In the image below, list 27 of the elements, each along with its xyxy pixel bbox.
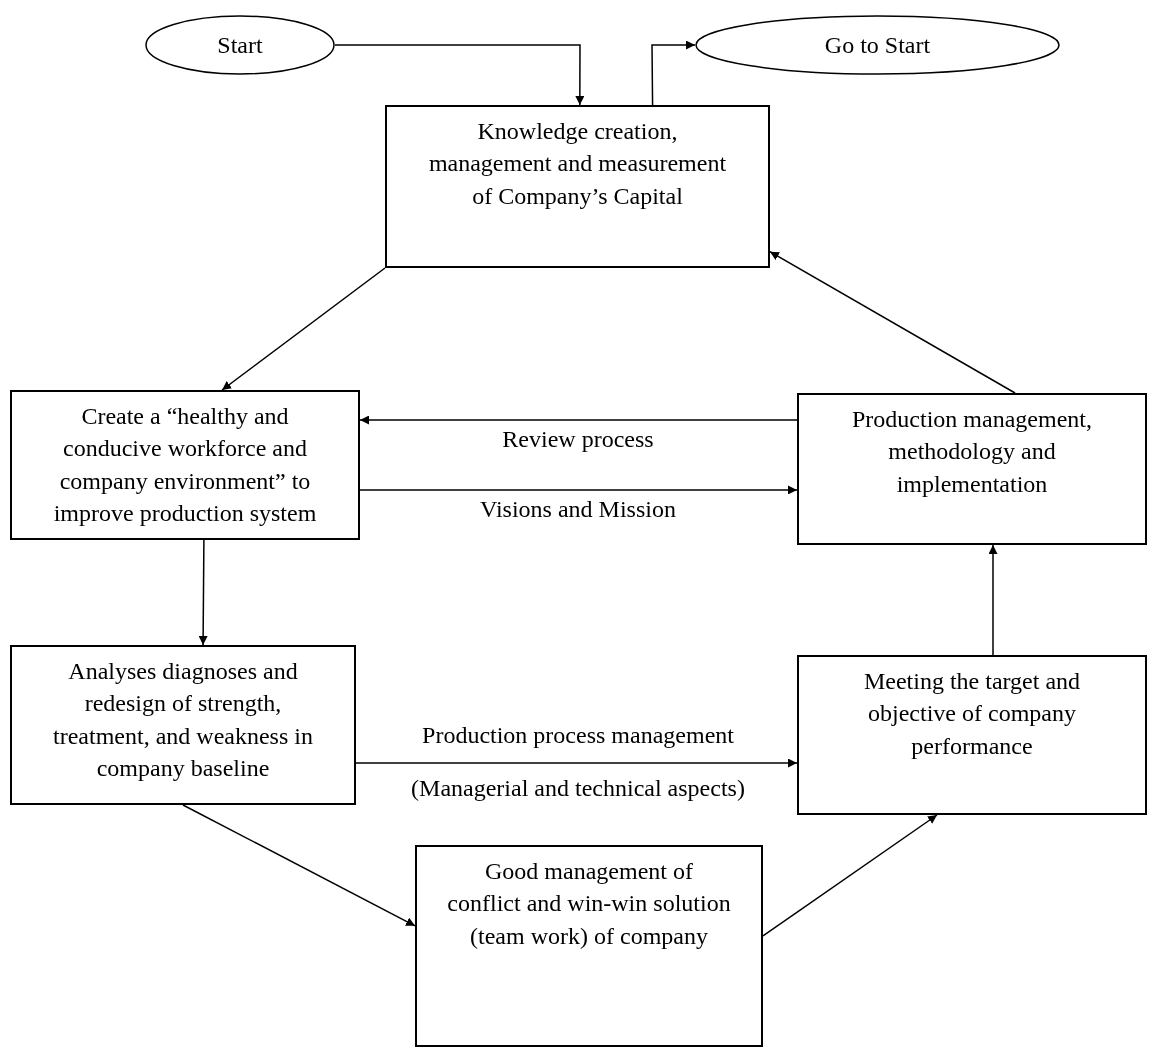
arrow bbox=[334, 44, 585, 106]
arrow bbox=[988, 544, 998, 656]
arrow bbox=[221, 267, 386, 391]
arrow bbox=[769, 250, 1016, 394]
arrow bbox=[182, 804, 416, 927]
arrow bbox=[355, 758, 798, 768]
node-text: Knowledge creation, management and measurement of Company’s Capital bbox=[427, 117, 728, 211]
node-text: Analyses diagnoses and redesign of strength, treatment, and weakness in company baseline bbox=[52, 657, 314, 784]
arrow bbox=[651, 40, 696, 106]
node-text: Create a “healthy and conducive workforce and company environment” to improve production system bbox=[52, 402, 318, 529]
node-text: Meeting the target and objective of company performance bbox=[862, 667, 1082, 761]
process-box bbox=[797, 655, 1147, 815]
oval-terminal bbox=[145, 15, 335, 75]
arrow bbox=[359, 415, 798, 425]
arrow bbox=[359, 485, 798, 495]
node-text: Start bbox=[217, 30, 263, 60]
node-text: Good management of conflict and win-win solution (team work) of company bbox=[447, 857, 731, 951]
process-box bbox=[797, 393, 1147, 545]
process-box bbox=[10, 390, 360, 540]
process-box bbox=[10, 645, 356, 805]
node-text: Production management, methodology and implementation bbox=[851, 405, 1093, 499]
process-box bbox=[385, 105, 770, 268]
process-box bbox=[415, 845, 763, 1047]
arrow bbox=[762, 814, 938, 937]
node-text: Go to Start bbox=[824, 30, 931, 60]
arrow bbox=[198, 539, 208, 646]
oval-terminal bbox=[695, 15, 1060, 75]
